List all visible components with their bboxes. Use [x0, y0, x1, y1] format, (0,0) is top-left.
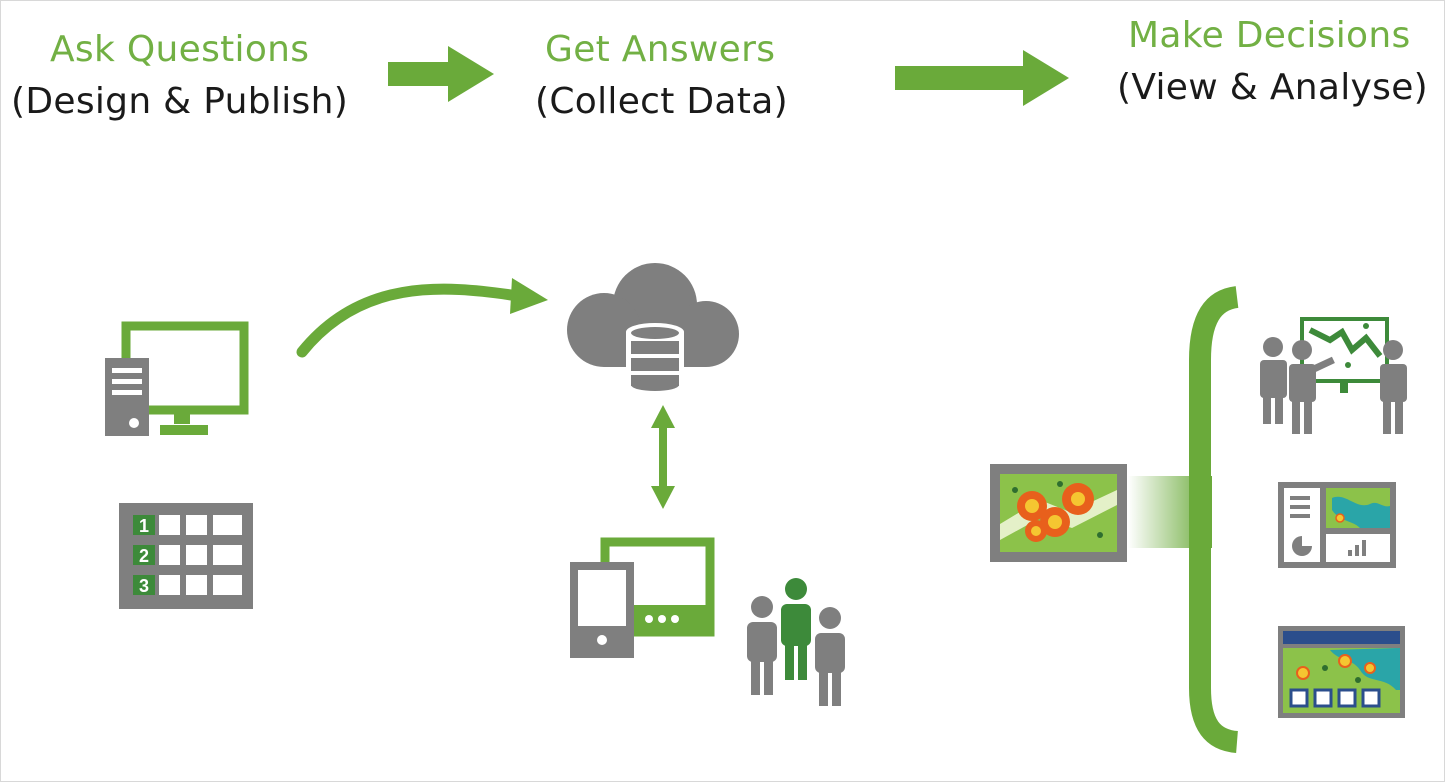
flow-arrow-icon — [895, 50, 1069, 106]
row-number-2: 2 — [139, 546, 149, 566]
stage-subtitle: (Collect Data) — [535, 81, 788, 122]
publish-arrow-icon — [296, 278, 548, 358]
stage-title: Make Decisions — [1128, 15, 1411, 56]
sync-arrow-icon — [651, 405, 675, 509]
spreadsheet-icon: 1 2 3 — [119, 503, 253, 609]
desktop-computer-icon — [105, 321, 249, 436]
stage-title: Get Answers — [545, 29, 776, 70]
row-number-3: 3 — [139, 576, 149, 596]
presentation-meeting-icon — [1260, 317, 1407, 434]
flow-arrow-icon — [388, 46, 494, 102]
mobile-devices-icon — [570, 537, 715, 658]
stage-title: Ask Questions — [50, 29, 310, 70]
dashboard-icon — [1278, 482, 1396, 568]
map-icon — [990, 464, 1127, 562]
stage-subtitle: (View & Analyse) — [1117, 67, 1428, 108]
web-app-icon — [1278, 626, 1405, 718]
people-group-icon — [747, 578, 845, 706]
stage-subtitle: (Design & Publish) — [11, 81, 349, 122]
row-number-1: 1 — [139, 516, 149, 536]
bracket-icon — [1189, 286, 1240, 753]
cloud-database-icon — [567, 263, 739, 397]
